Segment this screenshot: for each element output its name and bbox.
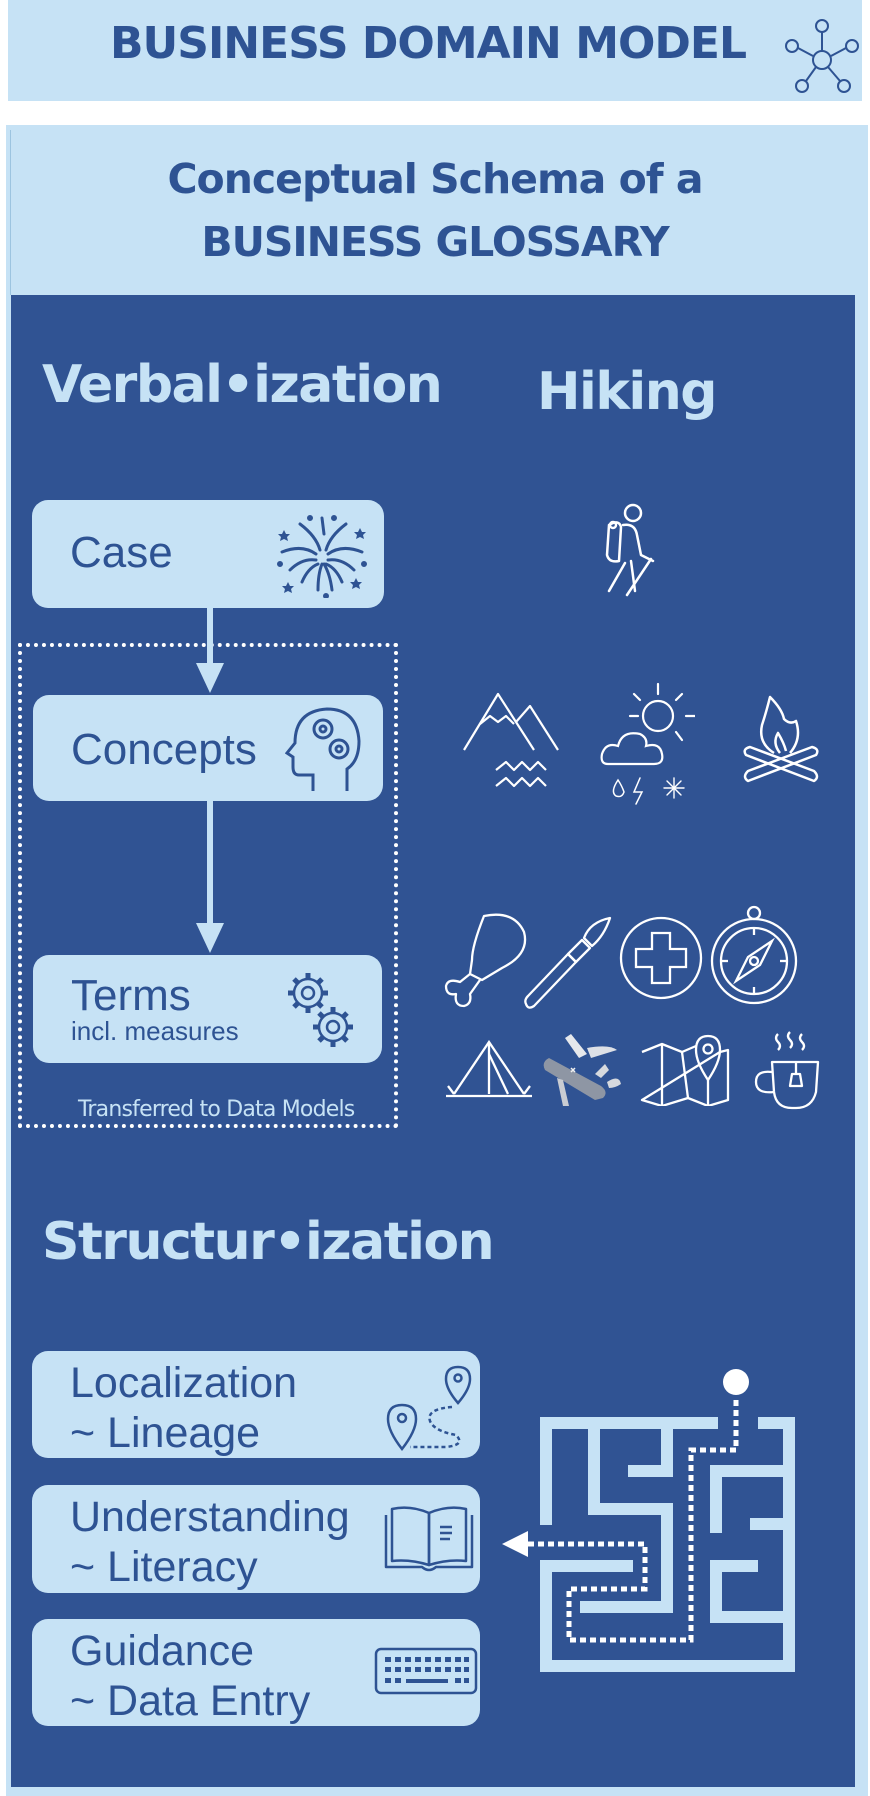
terms-label: Terms — [71, 971, 191, 1020]
header-line-2: BUSINESS GLOSSARY — [201, 218, 669, 266]
localization-line2: ~ Lineage — [70, 1409, 261, 1457]
arrow-down-icon — [196, 800, 224, 953]
header-line-1: Conceptual Schema of a — [167, 155, 703, 203]
arrow-down-icon — [196, 605, 224, 693]
terms-sublabel: incl. measures — [71, 1016, 239, 1046]
structurization-title: Structur•ization — [42, 1212, 495, 1272]
frame-edge-line — [10, 130, 11, 295]
mountains-icon — [463, 692, 559, 788]
localization-card[interactable]: Localization ~ Lineage — [32, 1351, 480, 1458]
pocket-knife-icon — [543, 1034, 621, 1106]
network-icon — [785, 19, 859, 93]
group-note: Transferred to Data Models — [78, 1097, 355, 1122]
paintbrush-icon — [524, 916, 612, 1009]
compass-icon — [710, 905, 798, 1005]
concepts-card[interactable]: Concepts — [33, 695, 383, 801]
understanding-line1: Understanding — [70, 1493, 350, 1541]
case-label: Case — [70, 528, 173, 577]
first-aid-icon — [619, 916, 703, 1000]
top-banner: BUSINESS DOMAIN MODEL — [8, 0, 862, 101]
open-book-icon — [384, 1506, 474, 1572]
glossary-header: Conceptual Schema of a BUSINESS GLOSSARY — [10, 148, 860, 274]
verbalization-title: Verbal•ization — [42, 355, 443, 415]
hiking-title: Hiking — [537, 362, 718, 422]
localization-line1: Localization — [70, 1359, 298, 1407]
understanding-card[interactable]: Understanding ~ Literacy — [32, 1485, 480, 1593]
keyboard-icon — [374, 1647, 478, 1695]
weather-icon — [600, 682, 695, 805]
hiker-icon — [605, 503, 655, 597]
guidance-line1: Guidance — [70, 1627, 255, 1675]
guidance-card[interactable]: Guidance ~ Data Entry — [32, 1619, 480, 1726]
guidance-line2: ~ Data Entry — [70, 1677, 311, 1725]
map-pin-icon — [640, 1034, 730, 1106]
terms-card[interactable]: Terms incl. measures — [33, 955, 382, 1063]
gears-icon — [288, 973, 353, 1047]
understanding-line2: ~ Literacy — [70, 1543, 258, 1591]
tea-cup-icon — [754, 1031, 820, 1110]
route-pins-icon — [386, 1365, 472, 1452]
campfire-icon — [743, 695, 819, 783]
tent-icon — [446, 1040, 532, 1098]
maze-icon — [502, 1369, 795, 1672]
banner-title: BUSINESS DOMAIN MODEL — [109, 18, 747, 69]
head-gears-icon — [285, 707, 361, 791]
concepts-label: Concepts — [71, 725, 257, 774]
fireworks-icon — [277, 515, 367, 598]
case-card[interactable]: Case — [32, 500, 384, 608]
drumstick-icon — [444, 913, 527, 1008]
